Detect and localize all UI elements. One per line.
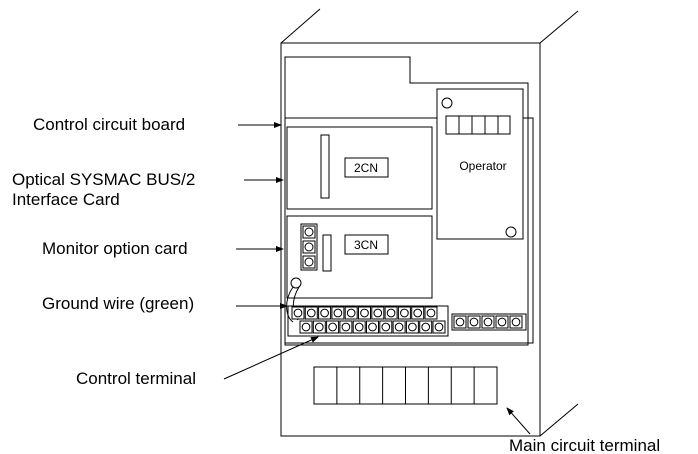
auxiliary-terminal-block <box>451 313 527 331</box>
inner-panel <box>284 56 529 346</box>
connector-3cn <box>344 234 389 255</box>
connector-3cn-label: 3CN <box>354 238 378 252</box>
label-optical-interface-line2: Interface Card <box>12 190 120 209</box>
label-control-terminal: Control terminal <box>76 369 196 388</box>
label-control-circuit-board: Control circuit board <box>33 115 185 134</box>
label-main-circuit-terminal: Main circuit terminal <box>509 436 660 454</box>
card-connector-slot <box>320 134 330 199</box>
ground-wire-lug <box>290 277 302 289</box>
operator-display <box>445 115 511 135</box>
control-terminal-block <box>287 305 449 337</box>
operator-screw-top <box>441 97 453 109</box>
label-monitor-option-card: Monitor option card <box>42 239 188 258</box>
main-circuit-terminal-block <box>313 366 498 405</box>
operator-label: Operator <box>459 159 506 173</box>
leader-main-circuit-terminal <box>506 407 531 435</box>
operator-panel <box>436 88 524 240</box>
connector-2cn-label: 2CN <box>354 161 378 175</box>
label-ground-wire: Ground wire (green) <box>42 294 194 313</box>
control-circuit-board <box>285 117 534 344</box>
inverter-housing <box>280 8 579 437</box>
operator-screw-bottom <box>505 226 517 238</box>
monitor-connector-slot <box>322 234 332 272</box>
label-optical-interface-line1: Optical SYSMAC BUS/2 <box>12 170 195 189</box>
connector-2cn <box>344 157 389 178</box>
leader-control-terminal <box>223 336 319 380</box>
monitor-terminal-screws <box>302 225 316 269</box>
